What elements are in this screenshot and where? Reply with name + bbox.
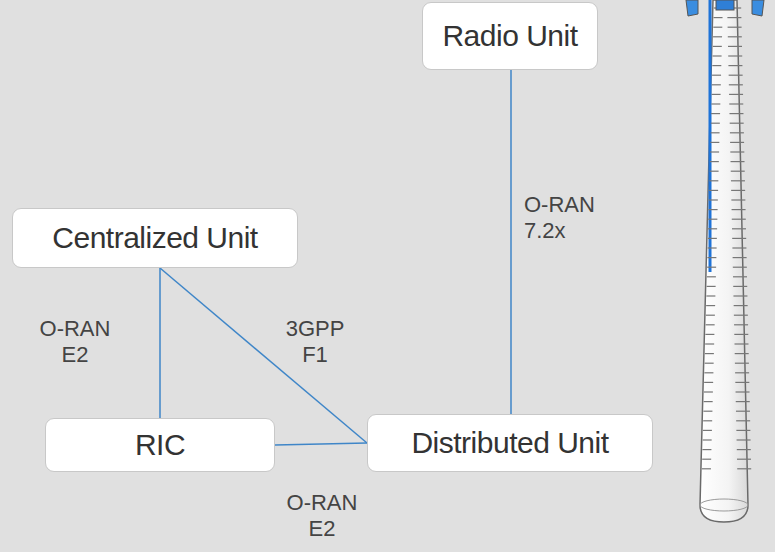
antenna-panel <box>752 0 764 16</box>
interface-line <box>159 268 161 418</box>
interface-label: O-RAN E2 <box>277 490 367 543</box>
unit-box: Radio Unit <box>422 2 598 70</box>
tower-cable <box>709 0 712 272</box>
antenna-panel <box>716 0 734 10</box>
tower-pole <box>700 0 748 522</box>
interface-label: O-RAN E2 <box>30 316 120 369</box>
unit-label: Radio Unit <box>442 19 577 53</box>
interface-label: O-RAN 7.2x <box>524 192 614 245</box>
unit-box: Distributed Unit <box>367 414 653 472</box>
unit-label: Centralized Unit <box>52 221 257 255</box>
unit-box: Centralized Unit <box>12 208 298 268</box>
interface-label: 3GPP F1 <box>275 316 355 369</box>
interface-line <box>275 443 367 445</box>
interface-line <box>160 268 367 443</box>
unit-label: RIC <box>135 428 185 462</box>
unit-label: Distributed Unit <box>411 426 608 460</box>
tower-ladder <box>702 8 751 469</box>
unit-box: RIC <box>45 418 275 472</box>
interface-line <box>510 70 512 414</box>
antenna-panel <box>686 0 698 16</box>
tower-base <box>700 499 748 511</box>
